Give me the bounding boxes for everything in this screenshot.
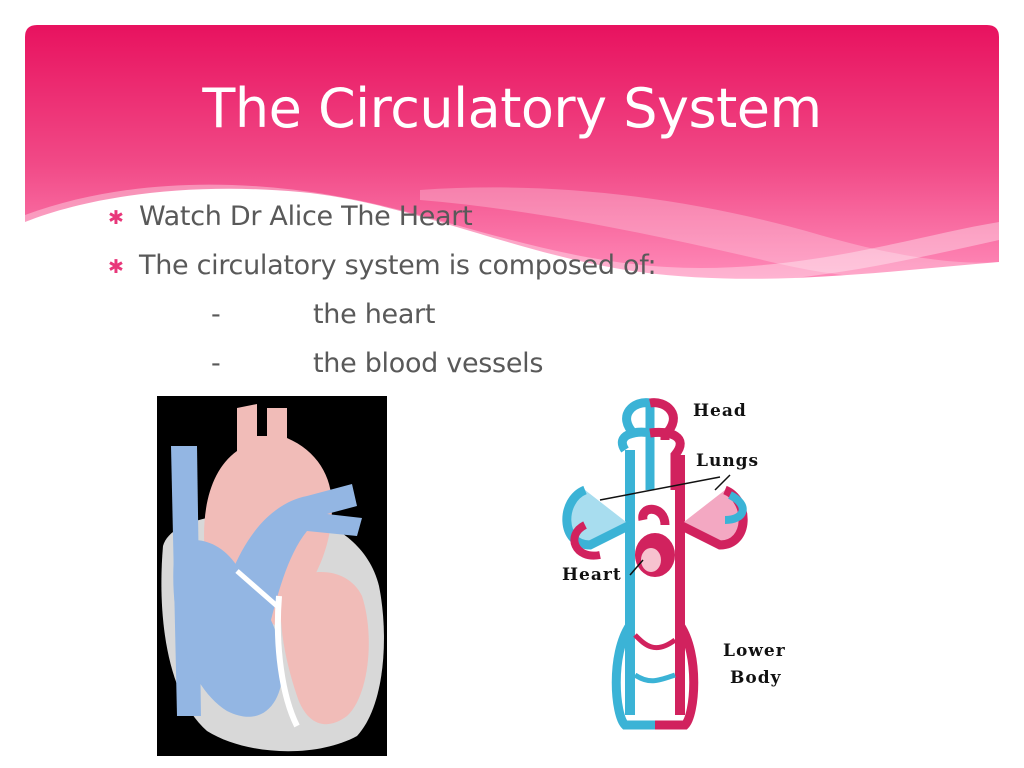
bullet-list: ✱ Watch Dr Alice The Heart ✱ The circula… (108, 195, 828, 391)
label-head: Head (693, 401, 747, 421)
sub-item-dash: - (211, 299, 221, 330)
slide-title: The Circulatory System (202, 77, 822, 140)
asterisk-bullet-icon: ✱ (108, 256, 124, 278)
bullet-item: ✱ The circulatory system is composed of: (108, 244, 828, 293)
header-banner (25, 25, 999, 285)
label-body: Body (730, 668, 782, 688)
label-heart: Heart (562, 565, 622, 585)
asterisk-bullet-icon: ✱ (108, 207, 124, 229)
heart-illustration (157, 396, 387, 756)
sub-item-text: the heart (313, 299, 436, 330)
label-lungs: Lungs (696, 451, 760, 471)
bullet-text: Watch Dr Alice The Heart (139, 201, 473, 232)
sub-item: - the heart (108, 293, 828, 342)
bullet-item: ✱ Watch Dr Alice The Heart (108, 195, 828, 244)
sub-item-text: the blood vessels (313, 348, 544, 379)
sub-item-dash: - (211, 348, 221, 379)
sub-item: - the blood vessels (108, 342, 828, 391)
label-lower: Lower (723, 641, 786, 661)
circulation-diagram (555, 395, 805, 750)
bullet-text: The circulatory system is composed of: (139, 250, 657, 281)
